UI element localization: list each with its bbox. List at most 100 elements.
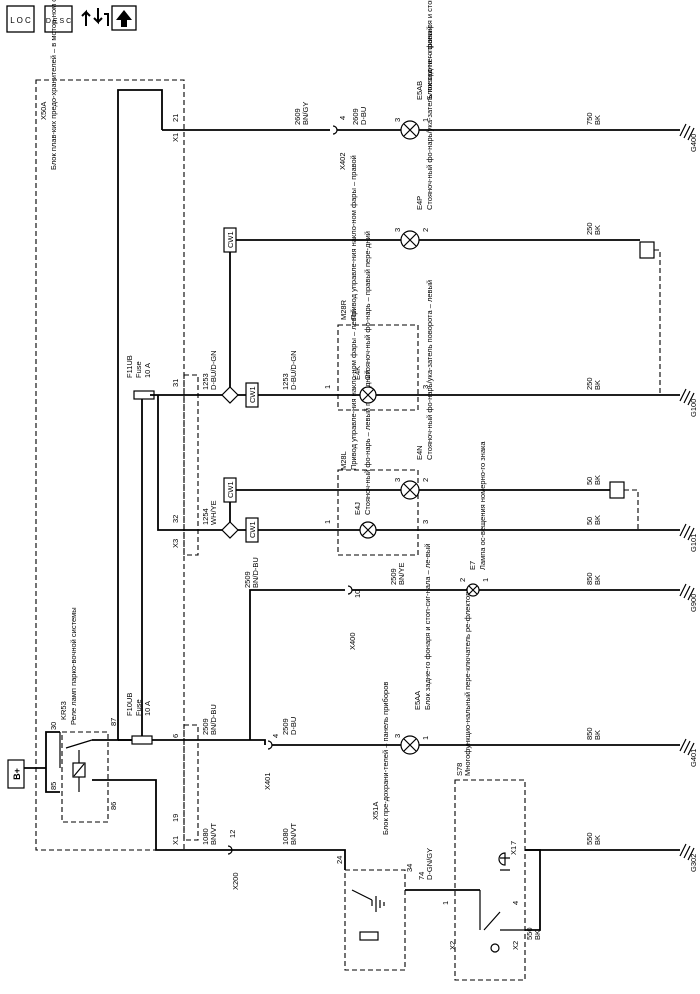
svg-text:X200: X200 [231,872,240,890]
svg-text:BK: BK [593,575,602,585]
svg-text:D-BU/D-GN: D-BU/D-GN [289,350,298,390]
svg-text:24: 24 [335,856,344,864]
svg-text:7: 7 [509,841,518,845]
description-view-button[interactable]: D E S C [44,5,73,33]
svg-text:3: 3 [393,478,402,482]
svg-text:E4N: E4N [415,445,424,460]
ground-g401: G401 [679,738,698,767]
svg-text:Стояноч-ный фо-нарь/ука-затель: Стояноч-ный фо-нарь/ука-затель поворота … [425,26,434,210]
loc-label: L O C [10,16,31,25]
svg-text:BN/GY: BN/GY [301,102,310,125]
x50a-desc: Блок плав-ких предо-хранителей – в мотор… [49,0,58,170]
svg-text:Стояноч-ный фо-нарь – левый пе: Стояноч-ный фо-нарь – левый пе-редний [363,370,372,515]
up-arrow-button[interactable] [111,5,137,31]
svg-text:CW1: CW1 [248,521,257,538]
svg-text:BN/D-BU: BN/D-BU [251,557,260,588]
svg-text:3: 3 [421,385,430,389]
svg-text:X51A: X51A [371,802,380,820]
lamp-e4p: E4P Стояноч-ный фо-нарь/ука-затель повор… [393,26,661,395]
svg-text:2609: 2609 [293,108,302,125]
svg-text:M28L: M28L [339,451,348,470]
svg-text:2509: 2509 [281,718,290,735]
svg-text:E5AB: E5AB [415,81,424,100]
svg-text:G401: G401 [689,749,698,767]
svg-text:X2: X2 [448,941,457,950]
ground-g400: G400 [679,123,698,152]
svg-text:1080: 1080 [201,828,210,845]
svg-text:50: 50 [585,477,594,485]
x50a-name: X50A [39,102,48,120]
svg-text:E4K: E4K [353,366,362,380]
location-view-button[interactable]: L O C [6,5,35,33]
svg-text:D-BU: D-BU [289,717,298,735]
svg-text:1254: 1254 [201,508,210,525]
svg-text:E4P: E4P [415,196,424,210]
ground-g302: G302 [679,843,698,872]
f10ub-type: Fuse [134,699,143,716]
svg-text:850: 850 [585,572,594,585]
svg-text:74: 74 [417,872,426,880]
svg-text:WH/YE: WH/YE [209,500,218,525]
toolbar: L O C D E S C [6,5,137,33]
f10ub-name: F10UB [125,693,134,716]
svg-text:1: 1 [323,520,332,524]
kr53-name: KR53 [59,701,68,720]
pin-21: 21 [171,114,180,122]
svg-text:CW1: CW1 [248,386,257,403]
f11ub-rating: 10 A [143,363,152,378]
svg-text:BN/YE: BN/YE [397,562,406,585]
svg-text:2609: 2609 [351,108,360,125]
circuit-1254: 1254 WH/YE CW1 CW1 [157,395,410,543]
kr53-pin-85: 85 [49,782,58,790]
x50a-x3-label: X3 [171,539,180,548]
circuit-74: 74 D-GN/GY [417,848,480,891]
ground-g101: G101 [679,523,698,552]
svg-text:2509: 2509 [389,568,398,585]
circuit-550: 550 BK 550 BK [525,832,680,940]
battery-label: B+ [12,768,22,780]
svg-text:1080: 1080 [281,828,290,845]
svg-text:M28R: M28R [339,299,348,320]
grounds: G302 G401 G900 G101 G100 G400 [679,123,698,872]
lamp-e4k: E4K Стояноч-ный фо-нарь – правый пере-дн… [323,231,680,404]
svg-text:3: 3 [393,228,402,232]
svg-text:12: 12 [228,830,237,838]
connector-tools-icon[interactable] [81,8,109,26]
svg-text:34: 34 [405,864,414,872]
kr53-pin-30: 30 [49,722,58,730]
svg-text:E7: E7 [468,561,477,570]
relay-kr53: KR53 Реле ламп парко-вочной системы 30 8… [49,607,118,823]
circuit-1080: 1080 BN/VT 12 X200 1080 BN/VT [201,822,346,890]
kr53-pin-87: 87 [109,718,118,726]
svg-text:BK: BK [593,225,602,235]
svg-text:3: 3 [393,734,402,738]
svg-text:1253: 1253 [281,373,290,390]
svg-text:Лампа ос-вещения номерно-го зн: Лампа ос-вещения номерно-го знака [478,441,487,570]
svg-text:Стояноч-ный фо-нарь – правый п: Стояноч-ный фо-нарь – правый пере-дний [363,231,372,380]
pin-6: 6 [171,734,180,738]
pin-32: 32 [171,515,180,523]
f11ub-name: F11UB [125,355,134,378]
svg-text:250: 250 [585,222,594,235]
circuit-2509: 2509 BN/D-BU 4 X401 2509 D-BU 2509 BN/D-… [164,557,468,790]
svg-text:D-BU: D-BU [359,107,368,125]
svg-text:50: 50 [585,517,594,525]
svg-text:Привод управле-ния накло-ном ф: Привод управле-ния накло-ном фары – прав… [349,155,358,320]
svg-text:E4J: E4J [353,502,362,515]
svg-text:850: 850 [585,727,594,740]
kr53-desc: Реле ламп парко-вочной системы [69,607,78,725]
svg-text:Блок пре-дохрани-телей – панел: Блок пре-дохрани-телей – панель приборов [381,682,390,835]
svg-text:X401: X401 [263,772,272,790]
svg-text:G100: G100 [689,399,698,417]
svg-text:X2: X2 [511,941,520,950]
fuse-f11ub: F11UB Fuse 10 A [125,355,155,400]
svg-text:X402: X402 [338,152,347,170]
svg-text:10: 10 [353,590,362,598]
svg-text:BK: BK [593,115,602,125]
ground-g900: G900 [679,583,698,612]
svg-text:1: 1 [421,118,430,122]
fuse-f10ub: F10UB Fuse 10 A [125,693,153,745]
svg-text:Блок зад-него фона-ря и стоп-с: Блок зад-него фона-ря и стоп-сигнала – п… [425,0,434,100]
battery-source: B+ [7,759,46,789]
svg-text:X1: X1 [509,846,518,855]
